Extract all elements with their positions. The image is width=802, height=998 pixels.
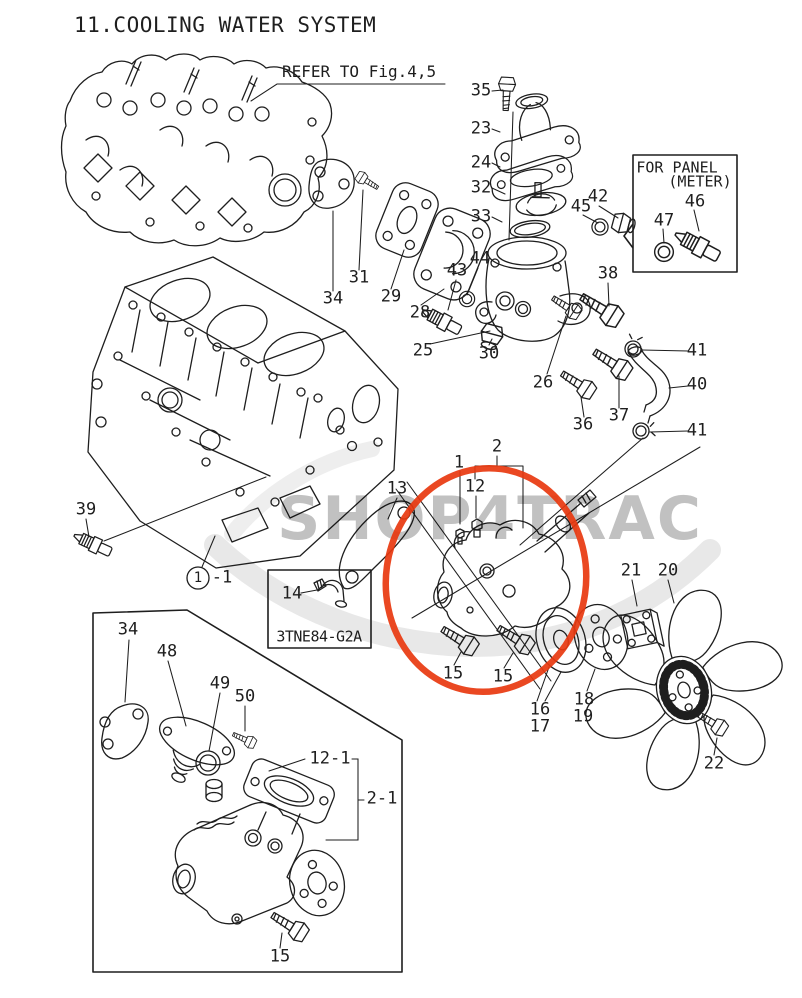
panel-box-line1: FOR PANEL (636, 158, 718, 177)
inset-detail-box (92, 609, 403, 973)
model-code-box (267, 569, 372, 649)
gasket-stack (308, 158, 491, 301)
inset-water-pump-drawing (99, 703, 346, 945)
circled-ref-number: 1 (193, 570, 203, 586)
callout-23: 23 (470, 118, 492, 139)
callout-34-top: 34 (322, 288, 344, 309)
page-title: 11.COOLING WATER SYSTEM (74, 13, 377, 37)
panel-meter-parts (653, 225, 724, 266)
callout-24: 24 (470, 152, 492, 173)
callout-41-bottom: 41 (686, 420, 708, 441)
callout-46: 46 (684, 191, 706, 212)
callout-40: 40 (686, 374, 708, 395)
callout-25: 25 (412, 340, 434, 361)
callout-34-inset: 34 (117, 619, 139, 640)
callout-32: 32 (470, 177, 492, 198)
callout-2: 2 (491, 436, 503, 457)
cooling-fan-drawing (579, 585, 789, 795)
callout-13: 13 (386, 478, 408, 499)
refer-note: REFER TO Fig.4,5 (282, 62, 437, 81)
callout-17: 17 (529, 716, 551, 737)
callout-16: 16 (529, 699, 551, 720)
panel-box-line2: (METER) (668, 172, 732, 191)
callout-15-right: 15 (492, 666, 514, 687)
callout-21: 21 (620, 560, 642, 581)
callout-48: 48 (156, 641, 178, 662)
callout-15-left: 15 (442, 663, 464, 684)
callout-41-top: 41 (686, 340, 708, 361)
callout-50: 50 (234, 686, 256, 707)
callout-28: 28 (409, 302, 431, 323)
elbow-14-drawing (313, 578, 348, 608)
callout-42: 42 (587, 186, 609, 207)
refer-note-pointer (250, 83, 446, 102)
cylinder-head-drawing (60, 53, 333, 247)
callout-14: 14 (281, 583, 303, 604)
callout-22: 22 (703, 753, 725, 774)
callout-1: 1 (453, 452, 465, 473)
callout-29: 29 (380, 286, 402, 307)
callout-12: 12 (464, 476, 486, 497)
callout-26: 26 (532, 372, 554, 393)
callout-49: 49 (209, 673, 231, 694)
model-code: 3TNE84-G2A (276, 627, 362, 646)
callout-36: 36 (572, 414, 594, 435)
watermark-text: SHOP4TRAC (277, 484, 703, 554)
callout-47: 47 (653, 210, 675, 231)
callout-2-1: 2-1 (366, 788, 398, 809)
callout-44: 44 (469, 248, 491, 269)
engine-block-drawing (87, 256, 399, 569)
callout-39: 39 (75, 499, 97, 520)
callout-43: 43 (446, 260, 468, 281)
callout-12-1: 12-1 (309, 748, 351, 769)
callout-15-inset: 15 (269, 946, 291, 967)
callout-38: 38 (597, 263, 619, 284)
callout-19: 19 (572, 706, 594, 727)
drain-cock-39 (70, 527, 115, 560)
callout-18: 18 (573, 689, 595, 710)
callout-35: 35 (470, 80, 492, 101)
panel-meter-box (623, 154, 738, 273)
callout-30: 30 (478, 343, 500, 364)
callout-33: 33 (470, 206, 492, 227)
circled-ref-suffix: -1 (211, 567, 233, 588)
callout-45: 45 (570, 196, 592, 217)
callout-31: 31 (348, 267, 370, 288)
callout-37: 37 (608, 405, 630, 426)
circled-ref-outline (186, 566, 210, 590)
callout-20: 20 (657, 560, 679, 581)
thermostat-parts-stack (489, 76, 581, 241)
thermostat-housing-drawing (418, 210, 638, 353)
mounting-bolts (547, 286, 636, 403)
